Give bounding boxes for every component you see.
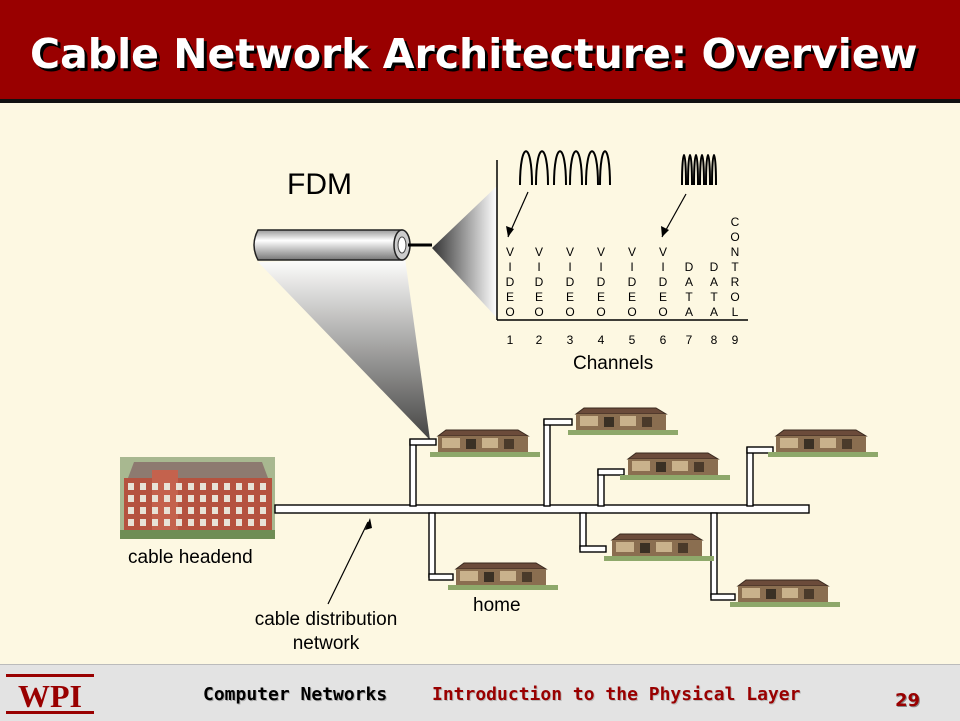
channel-type-letter: D [506,275,515,289]
channel-number: 4 [598,333,605,347]
channel-type-letter: T [685,290,693,304]
channel-number: 5 [629,333,636,347]
zoom-cone [432,186,497,318]
channel-type-letter: T [710,290,718,304]
channels-axis-label: Channels [573,353,654,374]
home-icon [603,533,715,562]
home-icon [619,452,731,481]
channel-type-letter: E [628,290,636,304]
channel-type-letter: I [537,260,540,274]
channel-type-letter: E [597,290,605,304]
channel-type-letter: E [535,290,543,304]
video-waveform [519,150,611,186]
channel-number: 3 [567,333,574,347]
channel-type-letter: N [731,245,740,259]
headend-building-image [120,457,275,539]
page-number: 29 [895,690,921,711]
wpi-logo: WPI [6,674,94,714]
channel-type-letter: A [710,275,718,289]
channel-type-letter: I [568,260,571,274]
channel-number: 8 [711,333,718,347]
channel-type-letter: V [628,245,636,259]
home-icon [447,562,559,591]
channel-type-letter: I [661,260,664,274]
channel-type-letter: V [566,245,574,259]
home-icon [729,579,841,608]
channel-type-letter: D [628,275,637,289]
channel-type-letter: V [597,245,605,259]
channel-type-letter: E [659,290,667,304]
home-icon [567,407,679,436]
footer-topic: Introduction to the Physical Layer [432,684,801,705]
channel-type-letter: I [630,260,633,274]
home-icon [767,429,879,458]
channel-type-letter: I [508,260,511,274]
distribution-network [274,418,810,601]
channel-type-letter: E [506,290,514,304]
data-waveform [681,154,717,186]
channel-type-letter: R [731,275,740,289]
fdm-label: FDM [287,168,352,201]
channel-type-letter: L [732,305,739,319]
channel-type-letter: V [506,245,514,259]
channel-type-letter: A [685,275,693,289]
channel-type-letter: O [730,230,739,244]
channel-number: 9 [732,333,739,347]
channel-letter-columns: VIDEOVIDEOVIDEOVIDEOVIDEOVIDEODATADATACO… [505,215,739,319]
svg-text:WPI: WPI [18,678,82,714]
slide-title: Cable Network Architecture: Overview [30,30,918,78]
channel-type-letter: O [505,305,514,319]
footer-course: Computer Networks [203,684,388,705]
channel-type-letter: V [535,245,543,259]
channel-number: 7 [686,333,693,347]
distribution-arrow [327,521,369,605]
channel-type-letter: D [535,275,544,289]
channel-type-letter: O [534,305,543,319]
channel-type-letter: A [685,305,693,319]
footer-bar [0,664,960,721]
channel-type-letter: O [596,305,605,319]
home-icon [429,429,541,458]
channel-number: 1 [507,333,514,347]
channel-type-letter: O [565,305,574,319]
title-bar: Cable Network Architecture: Overview [0,0,960,103]
coax-cable-icon [253,229,432,261]
channel-type-letter: V [659,245,667,259]
channel-type-letter: C [731,215,740,229]
channel-type-letter: O [627,305,636,319]
channel-number: 6 [660,333,667,347]
zoom-beam [258,258,430,440]
channel-type-letter: E [566,290,574,304]
channel-type-letter: I [599,260,602,274]
headend-label: cable headend [128,547,253,568]
channel-type-letter: O [730,290,739,304]
channel-number: 2 [536,333,543,347]
channel-type-letter: T [731,260,739,274]
channel-type-letter: O [658,305,667,319]
channel-type-letter: D [566,275,575,289]
home-label: home [473,595,521,616]
channel-type-letter: D [597,275,606,289]
channel-type-letter: D [710,260,719,274]
distribution-network-label: cable distribution network [254,609,398,654]
channel-type-letter: D [659,275,668,289]
channel-type-letter: A [710,305,718,319]
channel-type-letter: D [685,260,694,274]
